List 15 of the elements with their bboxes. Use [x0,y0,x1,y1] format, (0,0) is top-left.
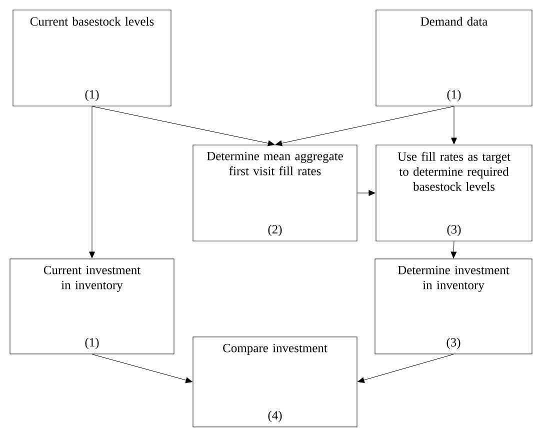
arrow [450,241,457,258]
arrow [92,354,192,384]
process-box: Compare investment (4) [192,336,358,428]
process-box: Use fill rates as target to determine required basestock levels (3) [376,144,532,242]
arrow [89,106,95,258]
arrow [92,106,275,146]
arrow [357,190,376,196]
process-box: Current basestock levels (1) [12,10,172,106]
process-box: Demand data (1) [376,10,532,106]
arrow [275,106,454,146]
process-box: Determine investment in inventory (3) [374,258,532,354]
arrow [451,106,457,144]
arrow [358,354,454,383]
process-box: Current investment in inventory (1) [10,258,174,354]
process-box: Determine mean aggregate first visit fill rates (2) [192,144,358,242]
